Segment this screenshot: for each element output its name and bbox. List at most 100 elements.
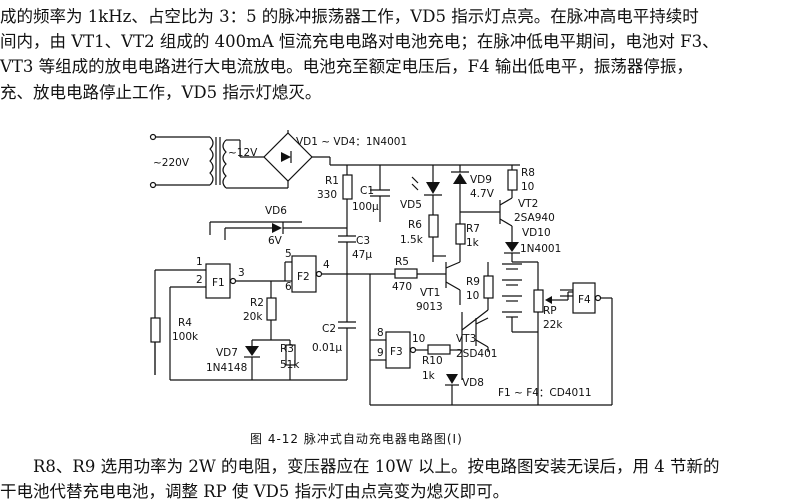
vd10-name: VD10 — [522, 227, 551, 239]
c1-value: 100μ — [352, 201, 379, 213]
bridge-label: VD1 ~ VD4：1N4001 — [296, 136, 407, 148]
paragraph-line: 干电池代替充电电池，调整 RP 使 VD5 指示灯由点亮变为熄灭即可。 — [0, 482, 510, 502]
resistor-r10: R10 1k — [422, 344, 462, 382]
body-paragraph-top: 成的频率为 1kHz、占空比为 3：5 的脉冲振荡器工作，VD5 指示灯点亮。在… — [0, 4, 790, 105]
r3-value: 51k — [280, 359, 300, 371]
zener-vd6: VD6 6V — [224, 205, 347, 247]
resistor-r3: R3 51k — [280, 340, 300, 380]
transistor-vt2: VT2 2SA940 — [460, 197, 555, 242]
rp-name: RP — [543, 305, 557, 317]
r3-name: R3 — [280, 343, 294, 355]
r5-value: 470 — [392, 281, 412, 293]
f3-pin8: 8 — [377, 327, 384, 339]
r7-name: R7 — [466, 223, 480, 235]
r1-value: 330 — [317, 189, 337, 201]
figure-caption: 图 4-12 脉冲式自动充电器电路图(Ⅰ) — [250, 432, 463, 446]
f3-pin10: 10 — [412, 333, 425, 345]
battery-pack — [502, 261, 538, 333]
r6-value: 1.5k — [400, 234, 424, 246]
diode-vd7: VD7 1N4148 — [206, 339, 290, 380]
f1-label: F1 — [212, 277, 225, 289]
resistor-r7: R7 1k — [455, 223, 480, 262]
transistor-vt3: VT3 2SD401 — [456, 309, 497, 380]
resistor-r8: R8 10 — [507, 165, 535, 198]
r2-value: 20k — [243, 311, 263, 323]
rp-value: 22k — [543, 319, 563, 331]
r10-name: R10 — [422, 355, 443, 367]
potentiometer-rp: RP 22k — [533, 262, 573, 332]
paragraph-line: 间内，由 VT1、VT2 组成的 400mA 恒流充电电路对电池充电；在脉冲低电… — [0, 32, 719, 52]
f2-label: F2 — [297, 271, 310, 283]
vd8-label: VD8 — [462, 377, 484, 389]
c3-name: C3 — [356, 235, 370, 247]
paragraph-line: R8、R9 选用功率为 2W 的电阻，变压器应在 10W 以上。按电路图安装无误… — [33, 457, 720, 476]
resistor-r9: R9 10 — [466, 262, 494, 310]
f4-label: F4 — [578, 294, 591, 306]
ac-input-label: ~220V — [153, 157, 190, 169]
paragraph-line: 成的频率为 1kHz、占空比为 3：5 的脉冲振荡器工作，VD5 指示灯点亮。在… — [0, 7, 699, 26]
vd9-name: VD9 — [470, 174, 492, 186]
f2-pin6: 6 — [285, 281, 292, 293]
f2-pin5: 5 — [285, 248, 292, 260]
f3-label: F3 — [390, 346, 403, 358]
diode-vd10: VD10 1N4001 — [504, 227, 561, 262]
r4-value: 100k — [172, 331, 199, 343]
diode-vd8: VD8 — [369, 332, 613, 406]
vt2-value: 2SA940 — [514, 212, 555, 224]
transistor-vt1: VT1 9013 — [416, 255, 461, 313]
vd7-name: VD7 — [216, 347, 238, 359]
resistor-r4: R4 100k — [150, 317, 199, 343]
vd7-value: 1N4148 — [206, 362, 247, 374]
r8-value: 10 — [521, 181, 534, 193]
vd5-label: VD5 — [400, 199, 422, 211]
c2-name: C2 — [322, 323, 336, 335]
f1-pin3: 3 — [238, 267, 245, 279]
ac-input: ~220V — [149, 133, 210, 189]
gate-f4: F4 — [560, 282, 613, 375]
c3-value: 47μ — [352, 249, 372, 261]
r9-name: R9 — [466, 276, 480, 288]
zener-vd9: VD9 4.7V — [451, 165, 495, 224]
gate-type-note: F1 ~ F4：CD4011 — [498, 387, 592, 399]
r7-value: 1k — [466, 237, 480, 249]
r2-name: R2 — [250, 297, 264, 309]
capacitor-c3: C3 47μ — [338, 222, 372, 261]
bridge-rectifier: VD1 ~ VD4：1N4001 — [239, 130, 407, 189]
capacitor-c1: C1 100μ — [352, 165, 390, 222]
r1-name: R1 — [325, 175, 339, 187]
vd10-value: 1N4001 — [520, 243, 561, 255]
vd6-name: VD6 — [265, 205, 287, 217]
f2-pin4: 4 — [323, 259, 330, 271]
paragraph-line: VT3 等组成的放电电路进行大电流放电。电池充至额定电压后，F4 输出低电平，振… — [0, 57, 693, 77]
c1-name: C1 — [360, 185, 374, 197]
r9-value: 10 — [466, 290, 479, 302]
f1-pin1: 1 — [196, 256, 203, 268]
r10-value: 1k — [422, 370, 436, 382]
resistor-r6: R6 1.5k — [400, 214, 439, 256]
resistor-r1: R1 330 — [317, 165, 353, 222]
transformer: ~12V — [209, 136, 258, 189]
resistor-r2: R2 20k — [243, 281, 277, 340]
r6-name: R6 — [408, 219, 422, 231]
r5-name: R5 — [395, 256, 409, 268]
vt1-name: VT1 — [420, 287, 440, 299]
body-paragraph-bottom: R8、R9 选用功率为 2W 的电阻，变压器应在 10W 以上。按电路图安装无误… — [0, 454, 790, 504]
c2-value: 0.01μ — [312, 342, 342, 354]
led-vd5: VD5 — [400, 165, 442, 215]
f3-pin9: 9 — [377, 347, 384, 359]
gate-f3: F3 8 9 10 — [369, 274, 428, 370]
paragraph-line: 充、放电电路停止工作，VD5 指示灯熄灭。 — [0, 82, 322, 102]
vt2-name: VT2 — [518, 198, 538, 210]
resistor-r5: R5 470 — [392, 256, 446, 293]
f1-pin2: 2 — [196, 274, 203, 286]
r8-name: R8 — [521, 167, 535, 179]
vd6-value: 6V — [268, 235, 283, 247]
vt3-name: VT3 — [456, 333, 476, 345]
capacitor-c2: C2 0.01μ — [312, 274, 356, 380]
secondary-voltage-label: ~12V — [228, 147, 258, 159]
gate-f2: F2 5 6 4 — [284, 248, 395, 293]
vt1-value: 9013 — [416, 301, 443, 313]
r4-name: R4 — [178, 317, 192, 329]
vt3-value: 2SD401 — [456, 348, 497, 360]
